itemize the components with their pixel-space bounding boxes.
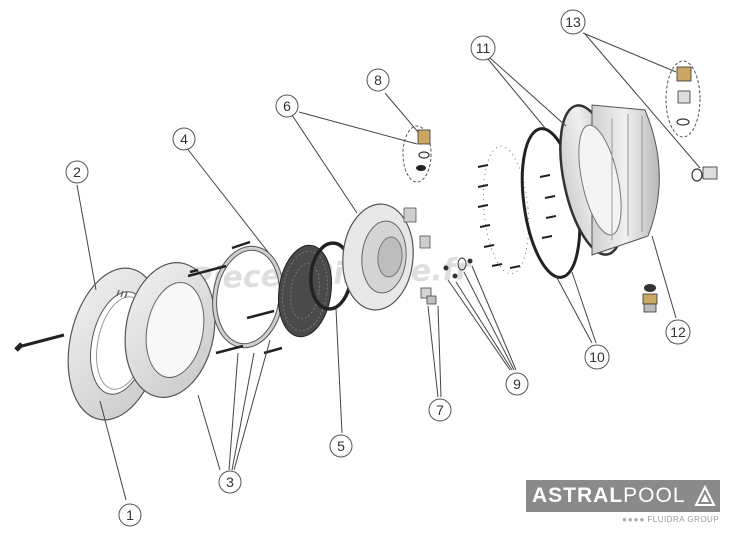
callout-8-label: 8 [374, 72, 382, 88]
part-9-seals [443, 257, 473, 279]
part-10-screw-ring [477, 145, 557, 275]
part-7-fittings [420, 287, 437, 305]
callout-12: 12 [665, 319, 691, 345]
callout-1: 1 [118, 503, 142, 527]
callout-12-label: 12 [670, 324, 686, 340]
callout-8: 8 [366, 68, 390, 92]
group-text: FLUIDRA GROUP [647, 515, 720, 524]
part-6-reflector-housing [342, 203, 431, 311]
part-4-grille-disc [277, 244, 333, 338]
callouts: 1 2 3 4 5 6 7 8 [65, 9, 691, 527]
part-12-niche-body [559, 104, 660, 313]
callout-6: 6 [275, 94, 299, 118]
callout-2: 2 [65, 160, 89, 184]
callout-13-label: 13 [565, 14, 581, 30]
callout-1-label: 1 [126, 507, 134, 523]
callout-10: 10 [584, 344, 610, 370]
callout-5: 5 [329, 434, 353, 458]
callout-9-label: 9 [513, 376, 521, 392]
callout-4-label: 4 [180, 131, 188, 147]
callout-5-label: 5 [337, 438, 345, 454]
callout-10-label: 10 [589, 349, 605, 365]
callout-7: 7 [428, 398, 452, 422]
callout-7-label: 7 [436, 402, 444, 418]
callout-4: 4 [172, 127, 196, 151]
callout-2-label: 2 [73, 164, 81, 180]
callout-11-label: 11 [476, 40, 491, 56]
callout-13: 13 [560, 9, 586, 35]
callout-9: 9 [505, 372, 529, 396]
callout-3-label: 3 [226, 474, 234, 490]
callout-6-label: 6 [283, 98, 291, 114]
callout-11: 11 [470, 35, 496, 61]
brand-part1: ASTRAL [532, 484, 624, 507]
part-13-gland-assembly [665, 60, 718, 182]
part-2-rear-ring [124, 261, 216, 399]
group-dots-icon: ●●●● [622, 515, 646, 524]
brand-part2: POOL [623, 484, 686, 507]
part-8-gland-assembly [402, 125, 432, 183]
leader-lines [76, 32, 701, 501]
fluidra-group-label: ●●●●FLUIDRA GROUP [622, 515, 719, 524]
callout-3: 3 [218, 470, 242, 494]
brand-triangle-icon [694, 485, 716, 506]
